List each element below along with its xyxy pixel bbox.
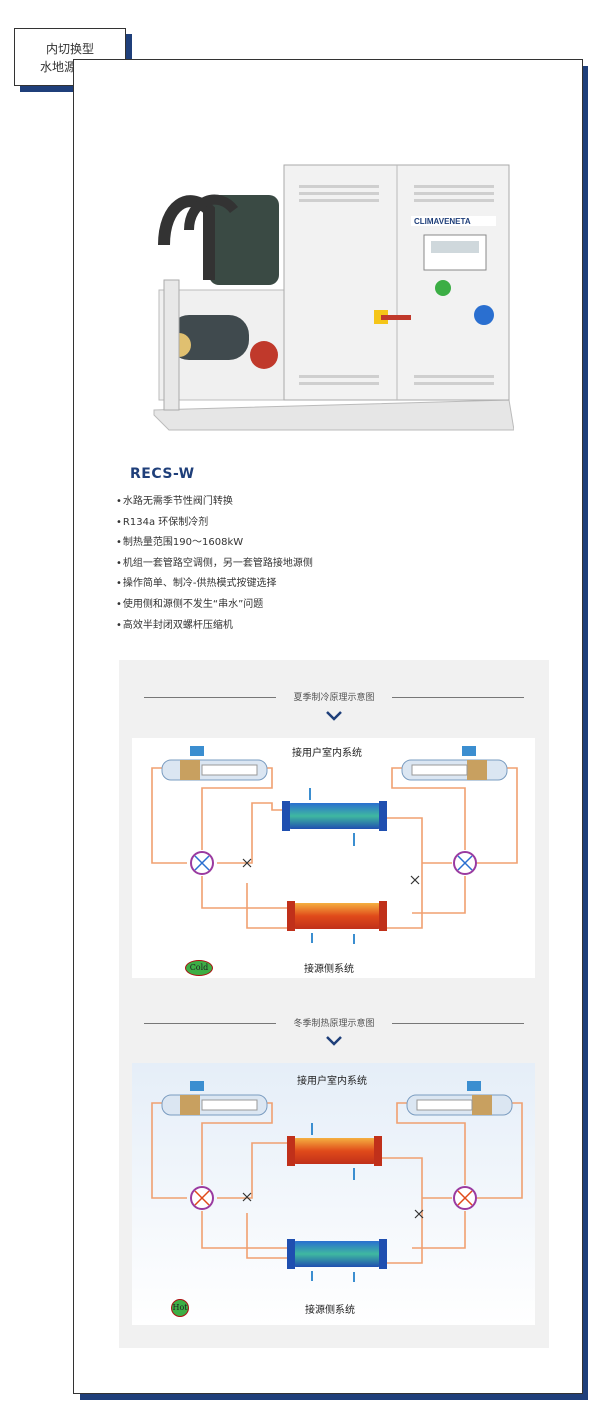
- feature-item: 制热量范围190～1608kW: [116, 533, 313, 554]
- chevron-down-icon: [326, 711, 342, 721]
- winter-section-header: 冬季制热原理示意图: [144, 1015, 524, 1033]
- winter-title: 冬季制热原理示意图: [293, 1019, 375, 1029]
- summer-badge: Cold: [185, 960, 213, 976]
- feature-item: R134a 环保制冷剂: [116, 513, 313, 534]
- winter-badge: Hot: [171, 1299, 189, 1317]
- feature-item: 水路无需季节性阀门转换: [116, 492, 313, 513]
- category-line-1: 内切换型: [45, 42, 94, 56]
- feature-item: 操作简单、制冷-供热模式按键选择: [116, 574, 313, 595]
- summer-title: 夏季制冷原理示意图: [293, 693, 375, 703]
- model-name: RECS-W: [130, 466, 195, 482]
- diagram-section: 夏季制冷原理示意图: [119, 660, 549, 1348]
- product-card: CLIMAVENETA RECS-W 水路无需季节性阀门转换 R134a 环保制…: [73, 59, 583, 1394]
- chevron-down-icon: [326, 1036, 342, 1046]
- product-image: CLIMAVENETA: [153, 164, 514, 431]
- feature-item: 使用侧和源侧不发生“串水”问题: [116, 595, 313, 616]
- winter-diagram: 接用户室内系统 接源侧系统 Hot: [132, 1063, 535, 1325]
- summer-bottom-label: 接源侧系统: [304, 964, 354, 975]
- feature-item: 机组一套管路空调侧，另一套管路接地源侧: [116, 554, 313, 575]
- summer-top-label: 接用户室内系统: [292, 748, 362, 759]
- winter-bottom-label: 接源侧系统: [305, 1305, 355, 1316]
- feature-item: 高效半封闭双螺杆压缩机: [116, 616, 313, 637]
- summer-section-header: 夏季制冷原理示意图: [144, 689, 524, 707]
- feature-list: 水路无需季节性阀门转换 R134a 环保制冷剂 制热量范围190～1608kW …: [116, 492, 313, 636]
- winter-top-label: 接用户室内系统: [297, 1076, 367, 1087]
- summer-diagram: 接用户室内系统 接源侧系统 Cold: [132, 738, 535, 978]
- brand-logo-text: CLIMAVENETA: [414, 217, 471, 226]
